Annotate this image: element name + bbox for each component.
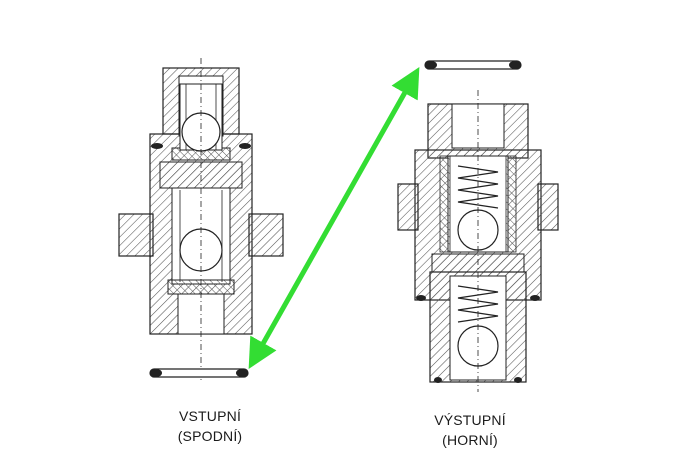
outlet-valve-section bbox=[397, 90, 559, 392]
outlet-caption: VÝSTUPNÍ (HORNÍ) bbox=[400, 410, 540, 450]
outlet-o-ring bbox=[424, 60, 522, 70]
inlet-valve-section bbox=[118, 58, 284, 380]
outlet-caption-line1: VÝSTUPNÍ bbox=[434, 412, 506, 428]
inlet-o-ring bbox=[149, 368, 249, 378]
double-headed-arrow bbox=[248, 66, 420, 370]
inlet-caption-line2: (SPODNÍ) bbox=[177, 428, 243, 444]
inlet-caption-line1: VSTUPNÍ bbox=[178, 408, 242, 424]
inlet-caption: VSTUPNÍ (SPODNÍ) bbox=[140, 406, 280, 446]
outlet-caption-line2: (HORNÍ) bbox=[442, 432, 498, 448]
